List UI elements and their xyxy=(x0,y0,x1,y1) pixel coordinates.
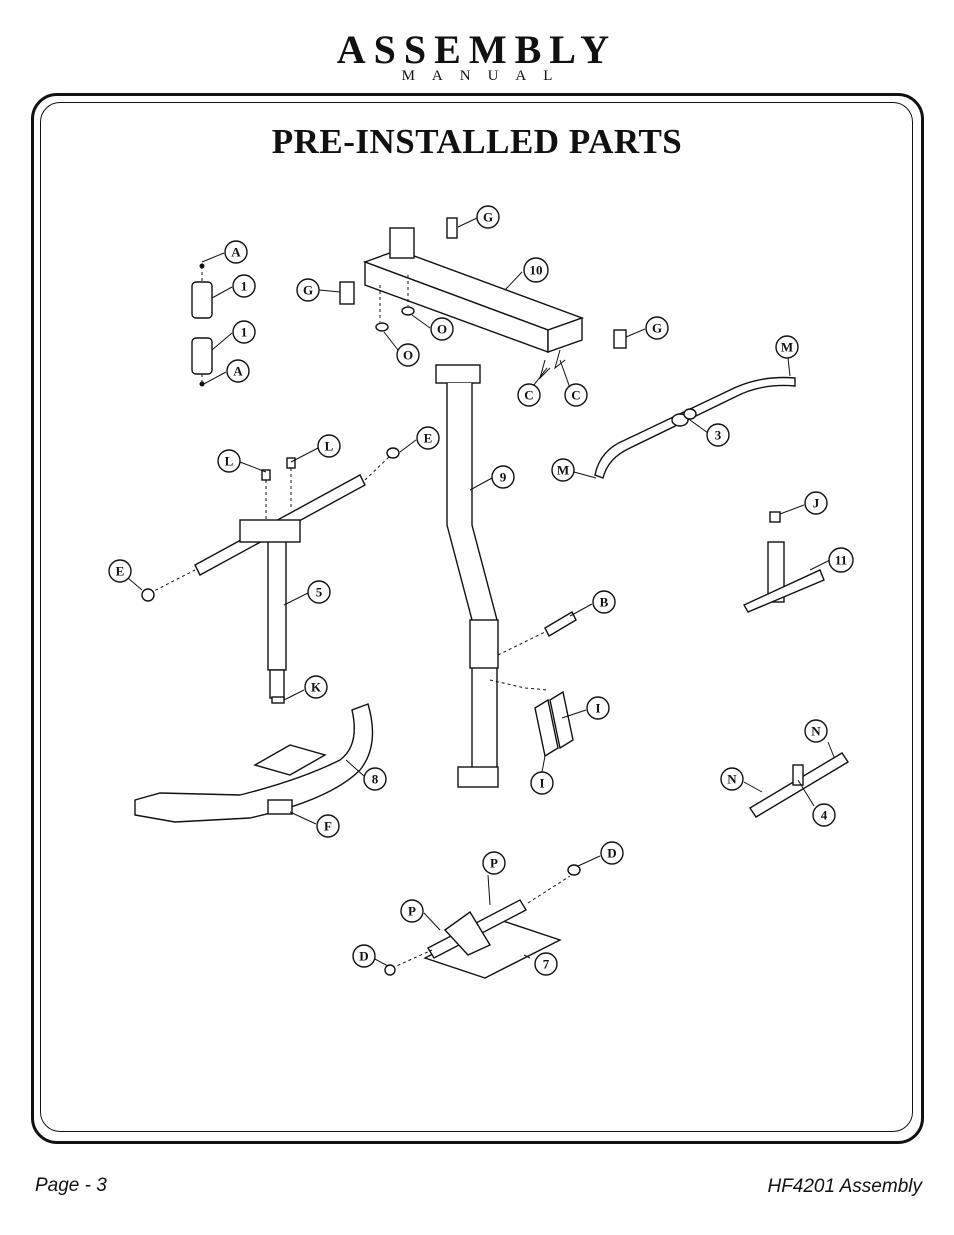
svg-text:G: G xyxy=(652,321,662,336)
callout-G-top: G xyxy=(476,205,500,229)
callout-8: 8 xyxy=(363,767,387,791)
svg-text:C: C xyxy=(571,388,580,403)
callout-M-left: M xyxy=(551,458,575,482)
callout-11: 11 xyxy=(828,547,854,573)
svg-text:E: E xyxy=(116,564,125,579)
callout-L-left: L xyxy=(217,449,241,473)
page-title: PRE-INSTALLED PARTS xyxy=(271,122,683,161)
callout-I-bottom: I xyxy=(530,771,554,795)
svg-text:A: A xyxy=(231,245,241,260)
callout-3: 3 xyxy=(706,423,730,447)
part-7-footplate xyxy=(384,864,581,979)
svg-text:4: 4 xyxy=(821,808,828,823)
part-bracket-1-top xyxy=(191,263,213,319)
callout-9: 9 xyxy=(491,465,515,489)
callout-A-bottom: A xyxy=(226,359,250,383)
part-4-bar xyxy=(749,752,849,818)
svg-text:G: G xyxy=(303,283,313,298)
svg-text:G: G xyxy=(483,210,493,225)
svg-text:F: F xyxy=(324,819,332,834)
callout-G-left: G xyxy=(296,278,320,302)
callout-O-right: O xyxy=(430,317,454,341)
svg-text:5: 5 xyxy=(316,585,323,600)
svg-text:O: O xyxy=(437,322,447,337)
callout-L-right: L xyxy=(317,434,341,458)
document-name: HF4201 Assembly xyxy=(767,1176,922,1197)
svg-text:P: P xyxy=(490,856,498,871)
page-frame-inner xyxy=(40,102,913,1132)
svg-text:D: D xyxy=(359,949,368,964)
callout-M-right: M xyxy=(775,335,799,359)
svg-text:M: M xyxy=(781,340,793,355)
svg-text:1: 1 xyxy=(241,279,248,294)
svg-text:C: C xyxy=(524,388,533,403)
callout-4: 4 xyxy=(812,803,836,827)
part-11-stem xyxy=(743,511,825,613)
page-number: Page - 3 xyxy=(35,1175,107,1196)
callout-D-right: D xyxy=(600,841,624,865)
part-10-crossbar xyxy=(339,217,627,380)
callout-E-left: E xyxy=(108,559,132,583)
part-9-upright xyxy=(435,364,499,788)
svg-text:7: 7 xyxy=(543,957,550,972)
leader-lines xyxy=(127,217,835,967)
part-5-post xyxy=(141,447,400,704)
callout-I-right: I xyxy=(586,696,610,720)
callout-1-bottom: 1 xyxy=(232,320,256,344)
svg-text:10: 10 xyxy=(530,263,543,278)
header-subtitle: MANUAL xyxy=(401,68,570,84)
callout-A-top: A xyxy=(224,240,248,264)
callout-P-left: P xyxy=(400,899,424,923)
svg-text:L: L xyxy=(225,454,234,469)
svg-text:M: M xyxy=(557,463,569,478)
callout-5: 5 xyxy=(307,580,331,604)
callout-J: J xyxy=(804,491,828,515)
callout-N-top: N xyxy=(804,719,828,743)
callout-K: K xyxy=(304,675,328,699)
part-bracket-1-bottom xyxy=(191,337,213,387)
callout-G-right: G xyxy=(645,316,669,340)
part-8-base xyxy=(134,703,374,823)
page-frame-outer xyxy=(31,93,924,1144)
svg-text:P: P xyxy=(408,904,416,919)
callout-F: F xyxy=(316,814,340,838)
callout-10: 10 xyxy=(523,257,549,283)
svg-text:9: 9 xyxy=(500,470,507,485)
svg-text:N: N xyxy=(727,772,737,787)
part-B-pin xyxy=(497,611,577,656)
callout-O-left: O xyxy=(396,343,420,367)
callout-7: 7 xyxy=(534,952,558,976)
callout-D-left: D xyxy=(352,944,376,968)
svg-text:8: 8 xyxy=(372,772,379,787)
callout-C-right: C xyxy=(564,383,588,407)
svg-text:B: B xyxy=(600,595,609,610)
svg-text:E: E xyxy=(424,431,433,446)
svg-text:N: N xyxy=(811,724,821,739)
part-I-brackets xyxy=(489,679,574,758)
svg-text:D: D xyxy=(607,846,616,861)
callout-P-top: P xyxy=(482,851,506,875)
svg-text:A: A xyxy=(233,364,243,379)
svg-text:11: 11 xyxy=(835,553,847,568)
part-3-handle-bar xyxy=(594,376,796,479)
callout-C-left: C xyxy=(517,383,541,407)
header-title: ASSEMBLY xyxy=(336,27,618,72)
svg-text:1: 1 xyxy=(241,325,248,340)
svg-text:K: K xyxy=(311,680,322,695)
svg-text:I: I xyxy=(539,776,544,791)
svg-text:O: O xyxy=(403,348,413,363)
svg-text:3: 3 xyxy=(715,428,722,443)
callout-E-right: E xyxy=(416,426,440,450)
svg-text:I: I xyxy=(595,701,600,716)
svg-text:J: J xyxy=(813,496,820,511)
callout-1-top: 1 xyxy=(232,274,256,298)
svg-text:L: L xyxy=(325,439,334,454)
callout-B: B xyxy=(592,590,616,614)
callout-N-left: N xyxy=(720,767,744,791)
